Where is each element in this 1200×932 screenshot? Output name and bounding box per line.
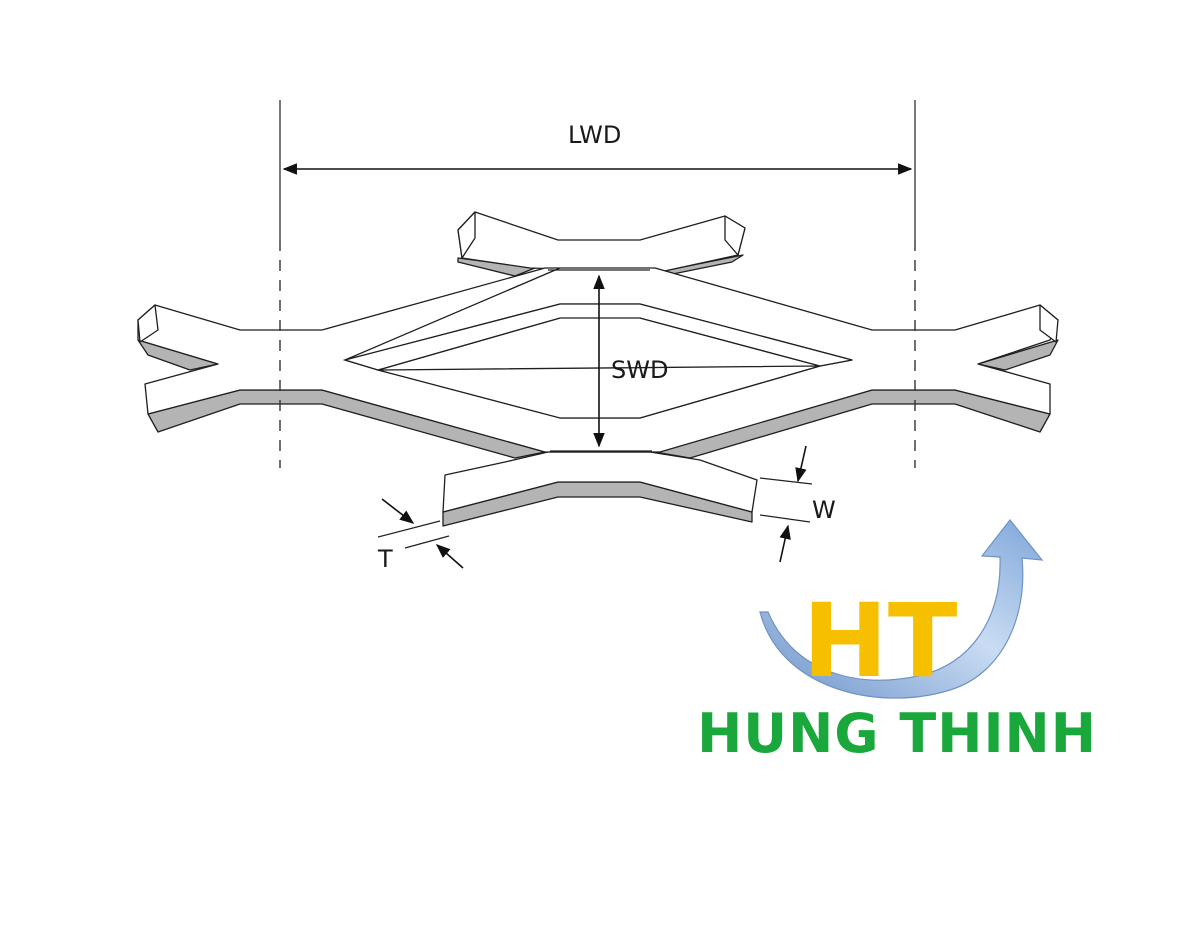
t-dimension: T [377, 498, 464, 573]
w-label: W [812, 496, 836, 524]
logo-brand-name: HUNG THINH [697, 702, 1097, 765]
logo-monogram: HT [803, 582, 958, 701]
lwd-dimension: LWD [279, 100, 916, 468]
swd-label: SWD [611, 356, 668, 384]
w-dimension: W [759, 445, 836, 563]
mesh-strands [137, 211, 1059, 527]
lwd-label: LWD [568, 121, 621, 149]
node-gaps [548, 269, 652, 452]
t-label: T [377, 545, 393, 573]
hung-thinh-logo: HT HUNG THINH [697, 519, 1097, 765]
swd-dimension: SWD [593, 274, 668, 448]
swoosh-arrow-icon [759, 519, 1044, 699]
